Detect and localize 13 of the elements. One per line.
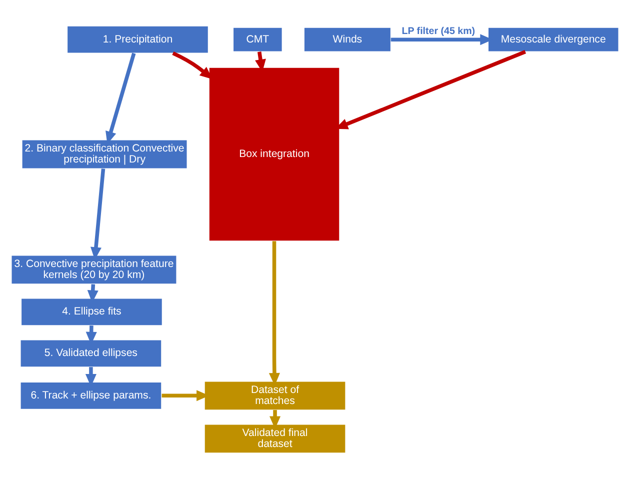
node-box: 3. Convective precipitation feature kernels (20 by 20 km) <box>11 254 177 284</box>
node-box: Dataset of matches <box>204 380 346 410</box>
node-box: 4. Ellipse fits <box>20 298 163 326</box>
node-box: CMT <box>232 27 283 52</box>
node-box: Box integration <box>208 67 340 242</box>
node-box: Winds <box>304 27 392 52</box>
node-box: 6. Track + ellipse params. <box>20 382 162 410</box>
node-box: 5. Validated ellipses <box>20 339 162 368</box>
edge-label: LP filter (45 km) <box>402 26 476 37</box>
node-box: 2. Binary classification Convective precipitation | Dry <box>22 140 188 169</box>
node-box: 1. Precipitation <box>66 26 209 54</box>
node-box: Mesoscale divergence <box>488 27 619 52</box>
node-box: Validated final dataset <box>204 424 346 454</box>
